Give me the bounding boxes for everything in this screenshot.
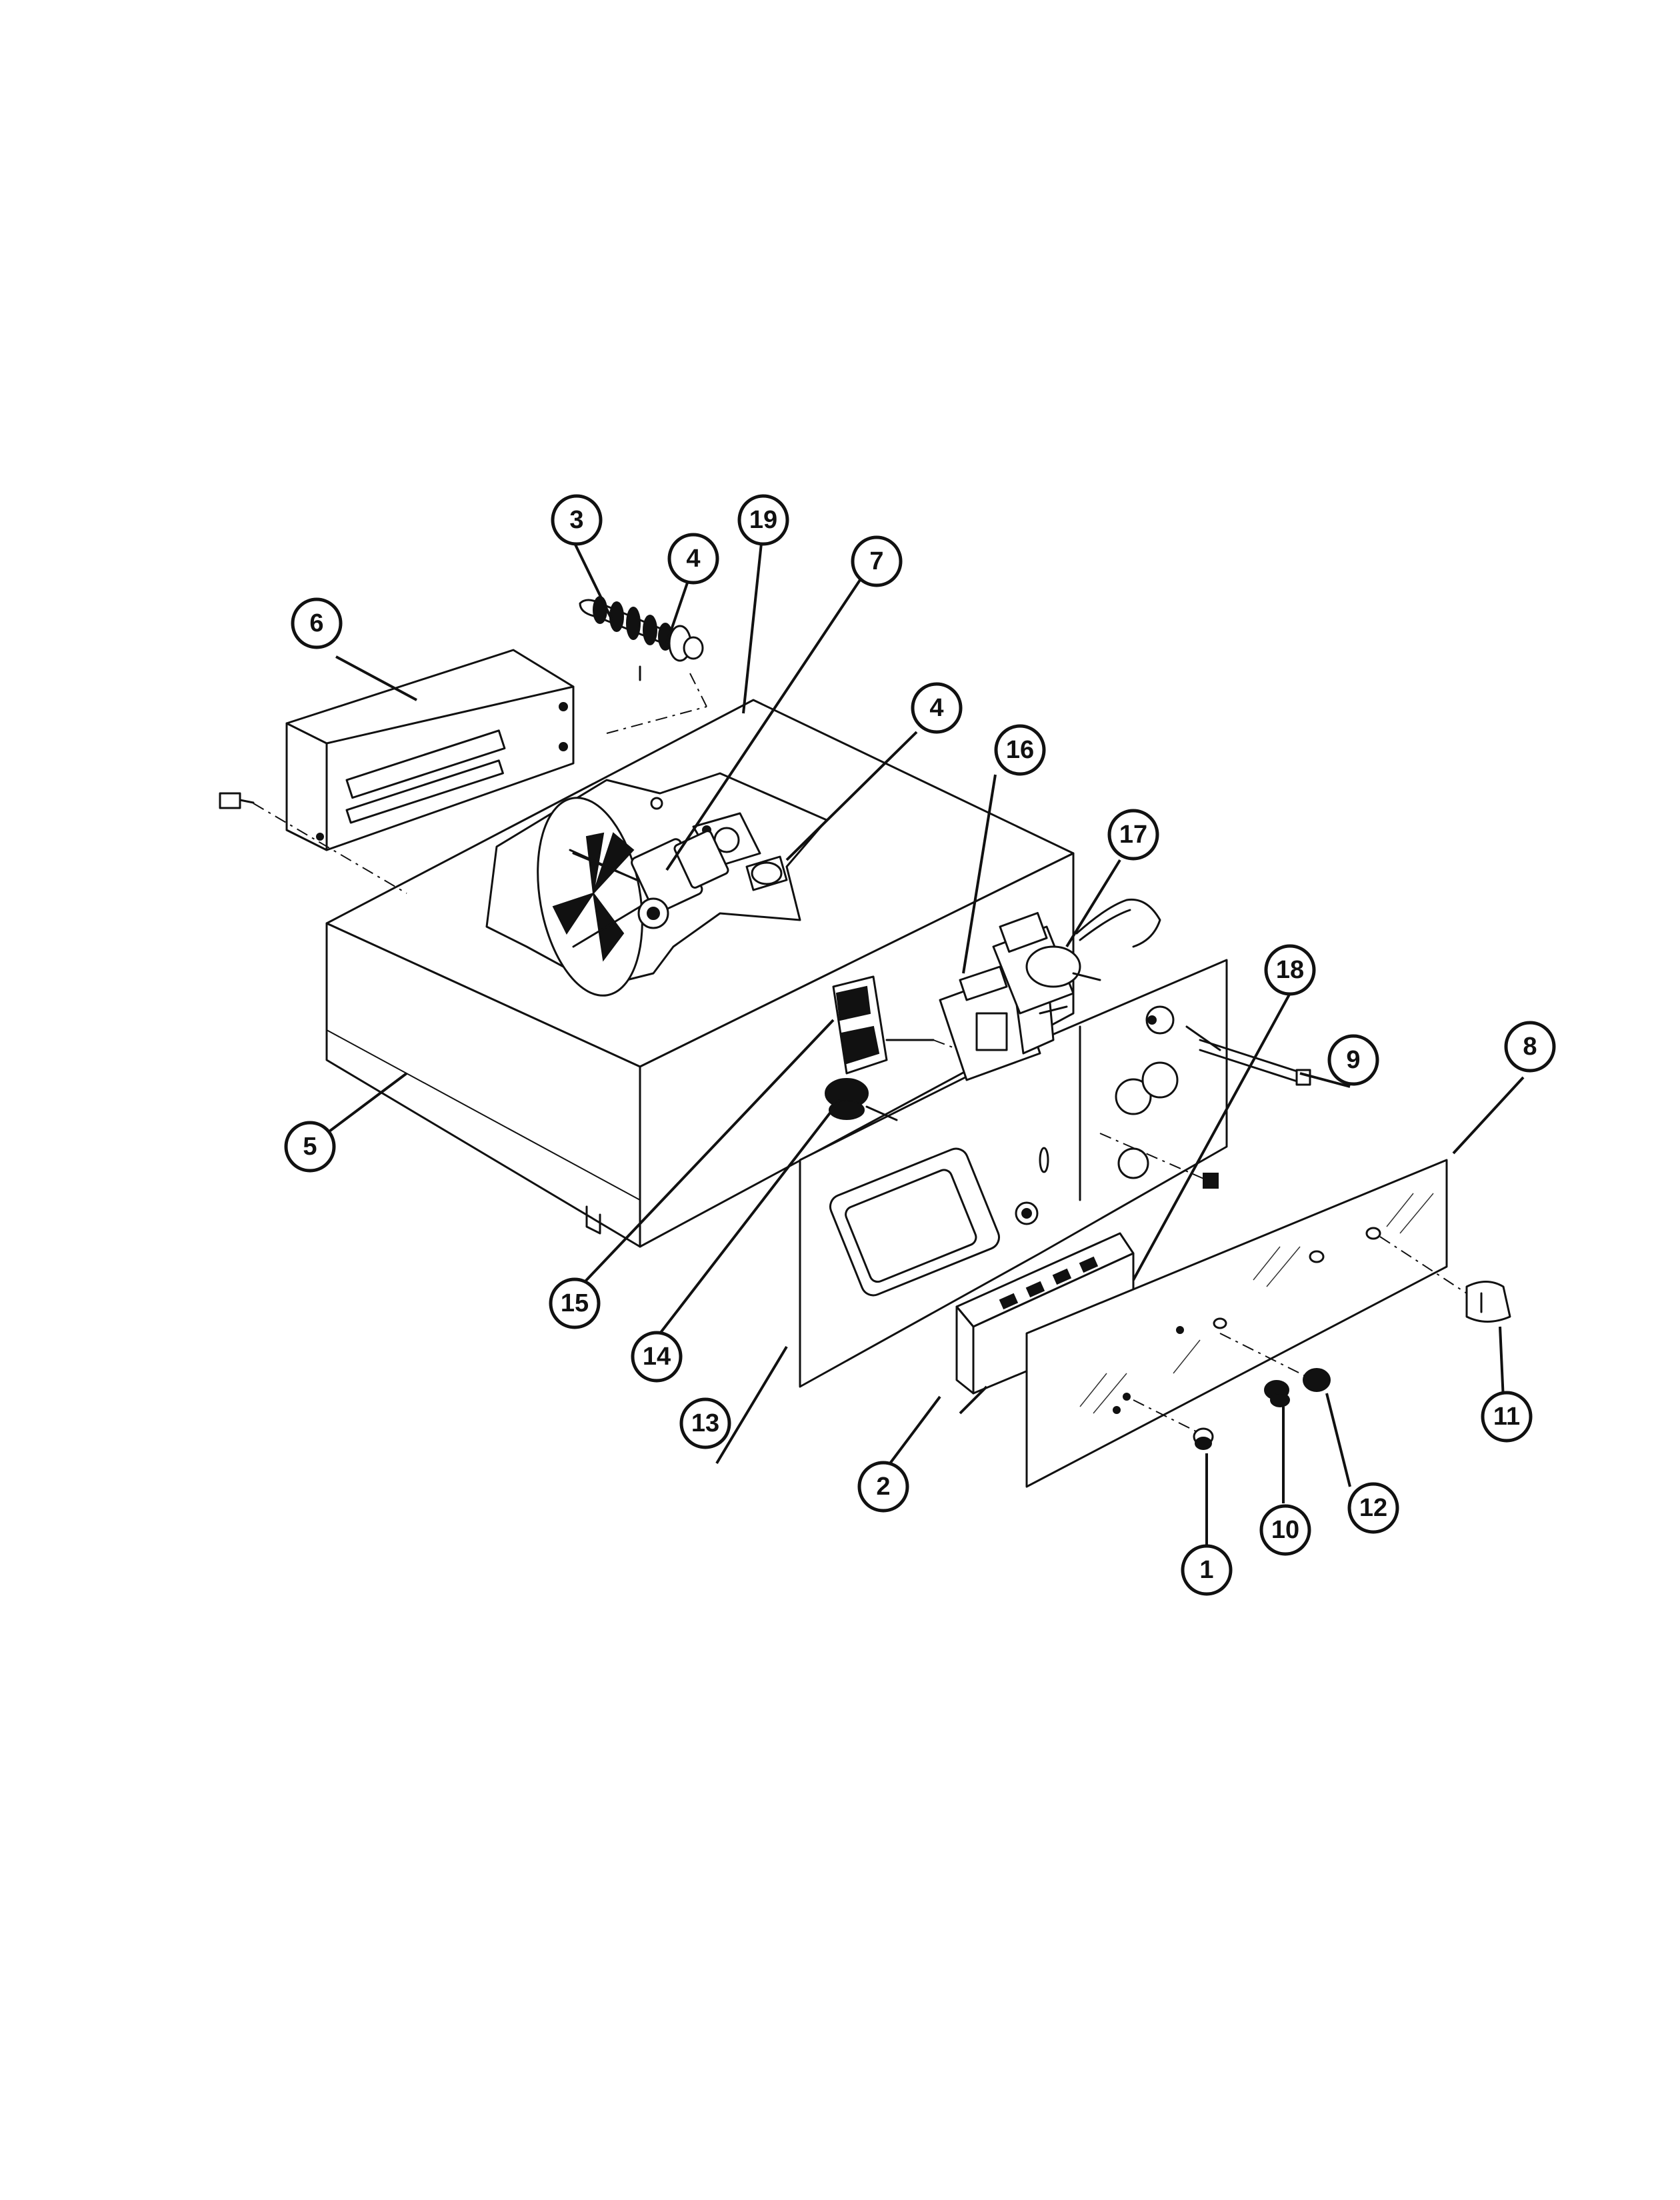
callout-4-upper: 4 — [667, 533, 719, 585]
callout-4-lower-label: 4 — [929, 694, 943, 722]
blower-duct — [219, 649, 575, 894]
callout-15-label: 15 — [561, 1289, 589, 1317]
callout-13-label: 13 — [691, 1409, 719, 1437]
callout-16-label: 16 — [1006, 736, 1034, 764]
callout-19: 19 — [737, 494, 789, 546]
callout-10-label: 10 — [1271, 1516, 1299, 1544]
shaft-assembly — [579, 596, 707, 734]
callout-9: 9 — [1327, 1034, 1379, 1086]
rotary-switch — [825, 1078, 898, 1121]
callout-4-upper-label: 4 — [686, 545, 700, 573]
callout-1: 1 — [1181, 1544, 1233, 1596]
callout-6-label: 6 — [309, 609, 323, 637]
fan-motor — [569, 830, 729, 929]
callout-6: 6 — [291, 597, 343, 649]
callout-11: 11 — [1481, 1391, 1533, 1443]
callout-2-label: 2 — [876, 1473, 890, 1501]
callout-17: 17 — [1107, 809, 1159, 861]
leader-lines — [325, 543, 1525, 1547]
callout-18: 18 — [1264, 944, 1316, 996]
callout-14: 14 — [631, 1331, 683, 1383]
callout-1-label: 1 — [1199, 1556, 1213, 1584]
callout-10: 10 — [1259, 1504, 1311, 1556]
callout-3: 3 — [551, 494, 603, 546]
callout-4-lower: 4 — [911, 682, 963, 734]
callout-7-label: 7 — [869, 547, 883, 575]
callout-5-label: 5 — [303, 1133, 317, 1161]
callout-19-label: 19 — [749, 506, 777, 534]
knob-cap — [1379, 1236, 1511, 1323]
callout-7: 7 — [851, 535, 903, 587]
callout-12-label: 12 — [1359, 1494, 1387, 1522]
callout-17-label: 17 — [1119, 821, 1147, 849]
callout-14-label: 14 — [643, 1343, 671, 1371]
callout-2: 2 — [857, 1461, 909, 1513]
selector-switch — [832, 975, 987, 1075]
callout-12: 12 — [1347, 1482, 1399, 1534]
callout-11-label: 11 — [1493, 1403, 1520, 1431]
glass-panel — [1025, 1159, 1448, 1488]
control-bracket — [799, 959, 1228, 1388]
callout-5: 5 — [284, 1121, 336, 1173]
callout-15: 15 — [549, 1277, 601, 1329]
callout-8: 8 — [1504, 1021, 1556, 1073]
callout-18-label: 18 — [1276, 956, 1304, 984]
knob-insert — [1264, 1380, 1290, 1407]
callout-3-label: 3 — [569, 506, 583, 534]
callout-9-label: 9 — [1346, 1046, 1360, 1074]
callout-13: 13 — [679, 1397, 731, 1449]
temperature-control — [992, 898, 1161, 1015]
callout-8-label: 8 — [1523, 1033, 1537, 1061]
large-knob — [1219, 1333, 1331, 1392]
small-knob — [1133, 1399, 1214, 1450]
callout-16: 16 — [994, 724, 1046, 776]
